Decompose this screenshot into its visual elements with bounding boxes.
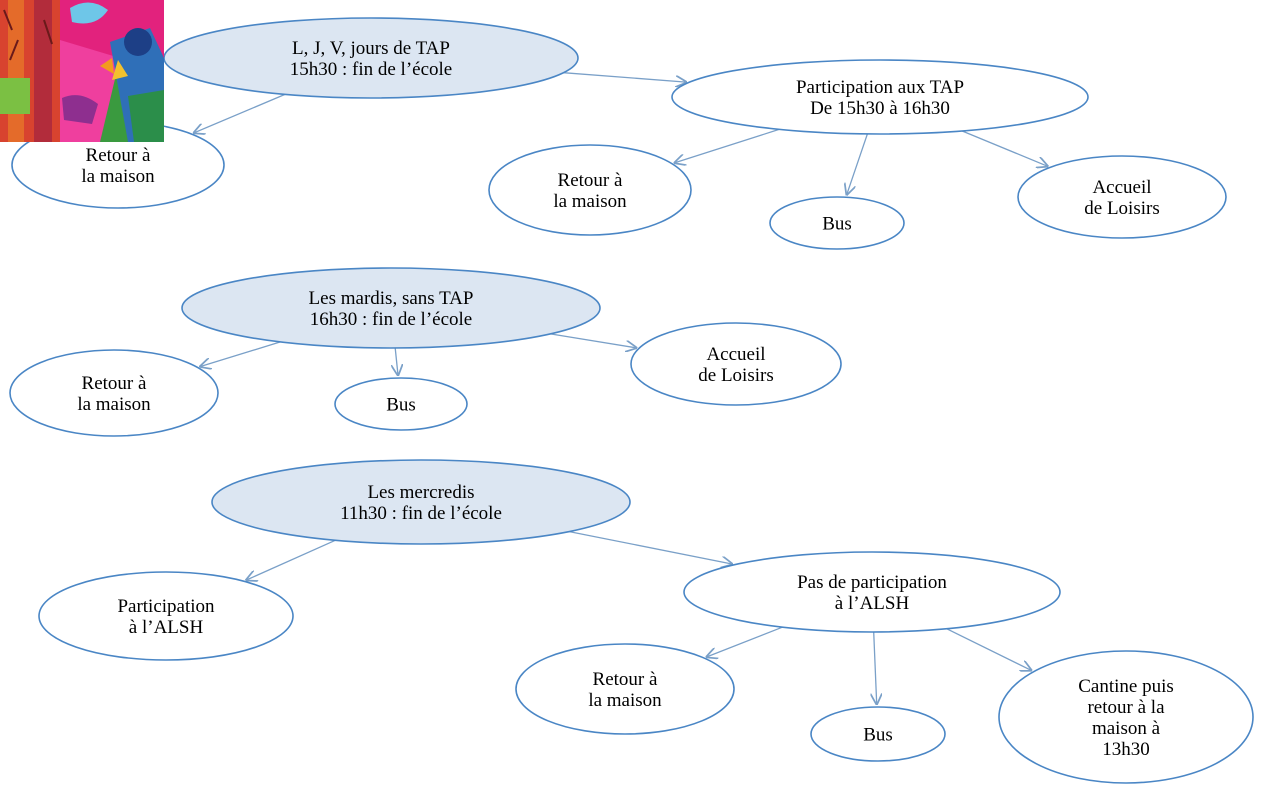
node-ellipse [998, 650, 1254, 784]
node-label-line: L, J, V, jours de TAP [292, 38, 450, 59]
node-label-line: maison à [1092, 718, 1161, 739]
connector-arrow [675, 128, 780, 162]
node-ellipse [769, 196, 905, 250]
node-ellipse [181, 267, 601, 349]
connector-arrow [550, 333, 636, 348]
connector-arrow [961, 130, 1047, 166]
node-label-line: 15h30 : fin de l’école [290, 59, 453, 80]
node-label-line: Les mardis, sans TAP [309, 288, 474, 309]
node-label-line: Les mercredis [367, 482, 474, 503]
node-ellipse [38, 571, 294, 661]
node-label-line: Retour à [593, 669, 658, 690]
node-label-line: la maison [553, 191, 627, 212]
node-ellipse [163, 17, 579, 99]
connector-arrow [707, 626, 783, 657]
connector-arrow [874, 631, 877, 704]
node-label-line: de Loisirs [1084, 198, 1159, 219]
diagram-node: Bus [810, 706, 946, 762]
node-ellipse [9, 349, 219, 437]
node-label-line: Accueil [1092, 177, 1151, 198]
diagram-node: Retour àla maison [488, 144, 692, 236]
connector-arrow [563, 72, 686, 82]
node-label-line: Cantine puis [1078, 676, 1174, 697]
node-label-line: à l’ALSH [129, 617, 204, 638]
diagram-node: Bus [769, 196, 905, 250]
node-ellipse [211, 459, 631, 545]
node-label-line: 13h30 [1102, 739, 1150, 760]
node-label-line: Accueil [706, 344, 765, 365]
node-label-line: la maison [588, 690, 662, 711]
connector-arrow [395, 347, 398, 375]
node-label-line: Participation [117, 596, 215, 617]
decorative-painting-thumbnail [0, 0, 164, 142]
connector-arrow [247, 539, 336, 580]
edge-layer [194, 72, 1047, 704]
connector-arrow [946, 628, 1032, 671]
node-label-line: Bus [822, 214, 852, 235]
node-ellipse [334, 377, 468, 431]
connector-arrow [200, 341, 281, 367]
node-label-line: la maison [81, 166, 155, 187]
node-label-line: Bus [863, 725, 893, 746]
connector-arrow [847, 133, 869, 195]
node-label-line: 16h30 : fin de l’école [310, 309, 473, 330]
connector-arrow [194, 93, 286, 132]
node-label-line: retour à la [1087, 697, 1165, 718]
node-ellipse [488, 144, 692, 236]
diagram-node: Retour àla maison [9, 349, 219, 437]
connector-arrow [569, 530, 732, 564]
node-label-line: Pas de participation [797, 572, 947, 593]
node-label-line: Participation aux TAP [796, 77, 964, 98]
node-ellipse [630, 322, 842, 406]
diagram-node: Bus [334, 377, 468, 431]
node-ellipse [1017, 155, 1227, 239]
diagram-node: Retour àla maison [515, 643, 735, 735]
diagram-node: Retour àla maison [11, 121, 225, 209]
node-label-line: De 15h30 à 16h30 [810, 98, 950, 119]
node-label-line: Retour à [86, 145, 151, 166]
node-label-line: la maison [77, 394, 151, 415]
node-ellipse [515, 643, 735, 735]
node-ellipse [683, 551, 1061, 633]
node-ellipse [810, 706, 946, 762]
node-label-line: 11h30 : fin de l’école [340, 503, 502, 524]
node-label-line: à l’ALSH [835, 593, 910, 614]
node-label-line: Bus [386, 395, 416, 416]
node-ellipse [671, 59, 1089, 135]
node-label-line: Retour à [82, 373, 147, 394]
node-label-line: Retour à [558, 170, 623, 191]
node-label-line: de Loisirs [698, 365, 773, 386]
